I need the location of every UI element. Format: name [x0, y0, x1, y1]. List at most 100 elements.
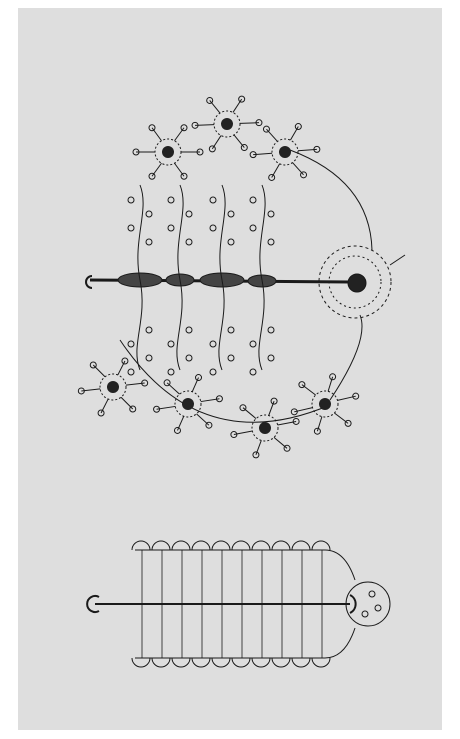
neuron-nucleus	[182, 398, 194, 410]
fiber-bulb	[268, 239, 274, 245]
coil-loop-top	[312, 541, 330, 550]
dendrite	[175, 163, 185, 176]
lower-arc	[120, 340, 330, 422]
fiber-bulb	[268, 327, 274, 333]
dendrite	[266, 129, 277, 141]
neuron-nucleus	[319, 398, 331, 410]
fiber-bulb	[146, 355, 152, 361]
neuron-nucleus	[107, 381, 119, 393]
dendrite	[93, 365, 105, 377]
coil-loop-bottom	[312, 658, 330, 667]
fiber-bulb	[168, 225, 174, 231]
fiber-bulb	[186, 327, 192, 333]
lower-coil-diagram	[87, 541, 390, 667]
fiber-bulb	[128, 369, 134, 375]
upper-fiber-2	[178, 185, 183, 280]
dendrite	[101, 399, 108, 413]
fiber-bulb	[228, 239, 234, 245]
coil-loop-bottom	[292, 658, 310, 667]
coil-end-curve-bottom	[325, 628, 355, 658]
neuron-nucleus	[279, 146, 291, 158]
lower-fiber-2	[177, 280, 182, 370]
coil-loop-top	[172, 541, 190, 550]
upper-fiber-3	[220, 185, 225, 280]
fiber-bulb	[228, 211, 234, 217]
upper-fiber-4	[260, 185, 265, 280]
coil-loop-bottom	[132, 658, 150, 667]
dendrite	[118, 361, 125, 375]
coil-loop-bottom	[212, 658, 230, 667]
lower-fiber-3	[219, 280, 224, 370]
fiber-bulb	[186, 355, 192, 361]
fiber-bulb	[250, 369, 256, 375]
neuron-2	[214, 111, 240, 137]
fiber-bulb	[210, 341, 216, 347]
dendrite-bulb	[253, 452, 259, 458]
dendrite	[121, 397, 133, 409]
neuron-nucleus	[259, 422, 271, 434]
dendrite	[175, 128, 185, 141]
dendrite	[212, 136, 221, 149]
fiber-bulb	[250, 225, 256, 231]
neuron-5	[175, 391, 201, 417]
fiber-bulb	[186, 239, 192, 245]
fiber-bulb	[168, 369, 174, 375]
dendrite	[293, 163, 304, 175]
coil-loop-top	[212, 541, 230, 550]
coil-loop-bottom	[152, 658, 170, 667]
dendrite-bulb	[181, 125, 187, 131]
coil-end-curve	[325, 550, 355, 580]
neuron-6	[252, 415, 278, 441]
coil-loop-bottom	[272, 658, 290, 667]
fiber-bulb	[168, 197, 174, 203]
neuron-nucleus	[221, 118, 233, 130]
fiber-bulb	[210, 369, 216, 375]
neuron-7	[312, 391, 338, 417]
coil-loop-bottom	[172, 658, 190, 667]
fiber-bulb	[268, 355, 274, 361]
coil-loop-bottom	[192, 658, 210, 667]
dendrite	[192, 378, 198, 392]
coil-loop-bottom	[252, 658, 270, 667]
coil-loop-top	[132, 541, 150, 550]
dendrite	[210, 100, 220, 113]
fiber-bulb	[228, 355, 234, 361]
fiber-bulb	[128, 197, 134, 203]
dendrite	[272, 164, 280, 178]
fiber-bulb	[146, 327, 152, 333]
fiber-bulb	[228, 327, 234, 333]
coil-loop-top	[272, 541, 290, 550]
coil-loop-top	[192, 541, 210, 550]
upper-neuron-diagram	[86, 150, 405, 422]
coil-loop-top	[152, 541, 170, 550]
lower-fiber-1	[137, 280, 142, 370]
fiber-bulb	[268, 211, 274, 217]
dendrite	[152, 163, 162, 176]
fiber-bulb	[210, 225, 216, 231]
dendrite	[152, 128, 162, 141]
axon-hook-left	[86, 276, 92, 288]
dendrite-bulb	[149, 125, 155, 131]
coil-loop-top	[232, 541, 250, 550]
fiber-bulb	[146, 211, 152, 217]
fiber-bulb	[168, 341, 174, 347]
fiber-bulb	[250, 197, 256, 203]
coil-loop-top	[252, 541, 270, 550]
coil-loop-top	[292, 541, 310, 550]
outer-curve-bottom	[330, 315, 362, 400]
upper-fiber-1	[138, 185, 143, 280]
terminal-cell	[346, 582, 390, 626]
dendrite	[234, 135, 244, 148]
dendrite	[233, 99, 242, 112]
lower-fiber-4	[259, 280, 264, 370]
fiber-bulb	[250, 341, 256, 347]
fiber-bulb	[146, 239, 152, 245]
neuron-nucleus	[162, 146, 174, 158]
neuron-1	[155, 139, 181, 165]
dendrite	[290, 127, 298, 141]
fiber-bulb	[186, 211, 192, 217]
fiber-bulb	[210, 197, 216, 203]
neuron-4	[100, 374, 126, 400]
outer-curve-top	[290, 150, 372, 250]
